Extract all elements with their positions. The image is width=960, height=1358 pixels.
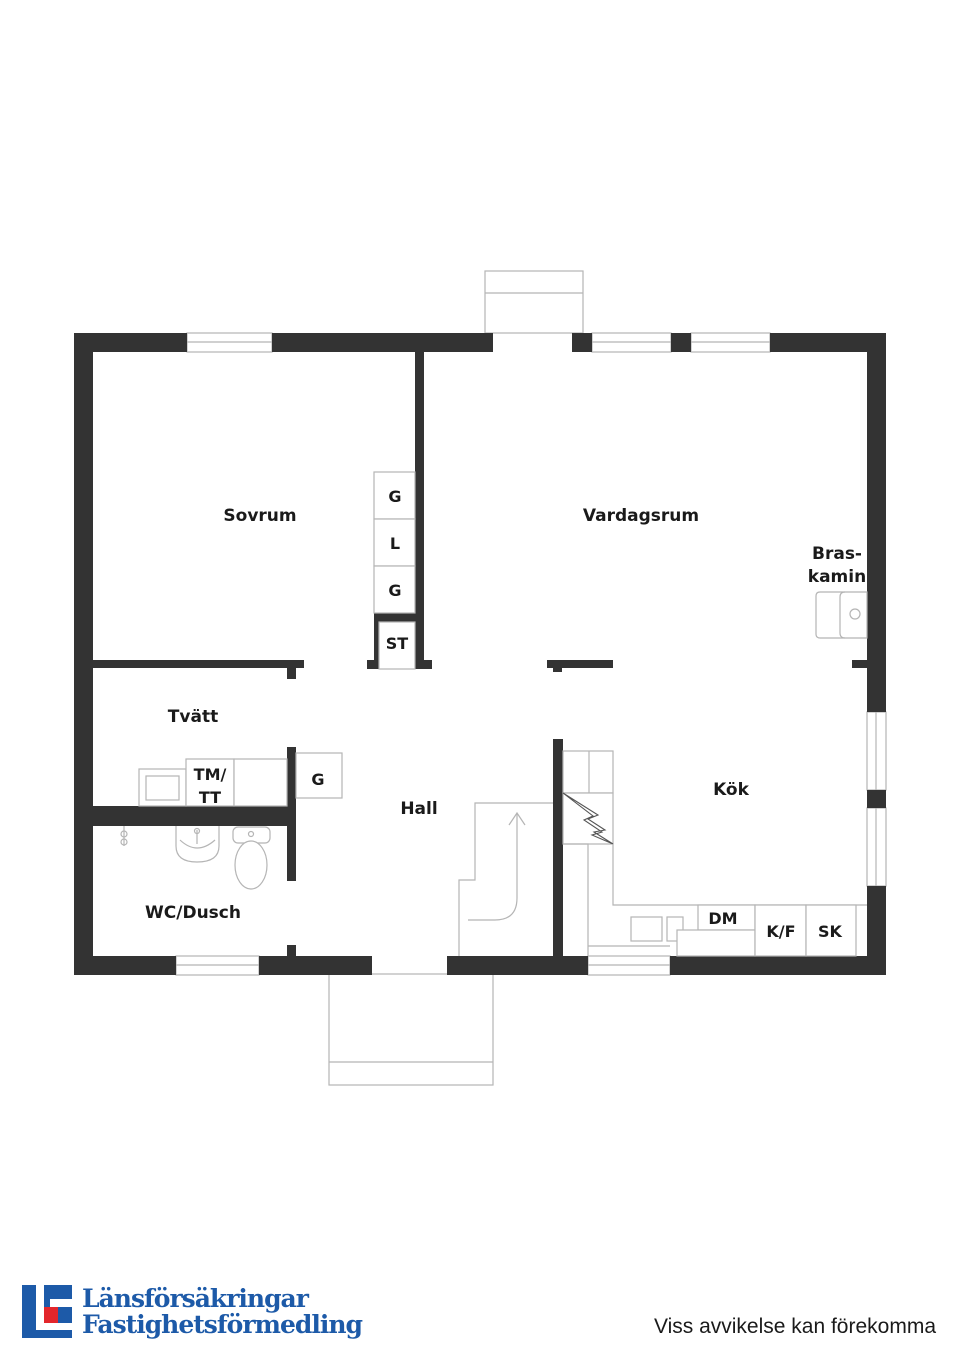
fixture-label-wardrobe-2: G [388,581,401,600]
room-label-tvatt: Tvätt [168,707,218,727]
kitchen-cabinets [562,750,867,957]
brand-line-2: Fastighetsförmedling [82,1309,363,1339]
room-label-vardagsrum: Vardagsrum [583,506,699,526]
interior-walls [93,352,867,956]
fixture-label-storage: ST [386,634,409,653]
front-steps [328,270,584,1086]
windows [175,332,887,976]
brand-logo: Länsförsäkringar Fastighetsförmedling [22,1283,363,1339]
fixture-label-fridge-freezer: K/F [766,922,795,941]
room-label-hall: Hall [400,799,437,819]
brand-line-1: Länsförsäkringar [82,1283,309,1313]
brand-mark-icon [22,1285,72,1338]
disclaimer-text: Viss avvikelse kan förekomma [653,1315,936,1338]
fixture-label-hall-wardrobe: G [311,770,324,789]
room-label-braskamin-2: kamin [808,567,866,587]
room-label-braskamin-1: Bras- [812,544,862,564]
room-label-wc-dusch: WC/Dusch [145,903,241,923]
fixture-label-wardrobe-1: G [388,487,401,506]
closet-stack [373,471,416,670]
fixture-label-washer-1: TM/ [194,765,227,784]
staircase [458,802,553,956]
bathroom-fixtures [120,826,271,890]
brand-name: Länsförsäkringar Fastighetsförmedling [82,1283,363,1339]
room-label-kok: Kök [713,780,750,800]
fixture-label-dishwasher: DM [708,909,737,928]
fixture-label-washer-2: TT [199,788,221,807]
fixture-label-cabinet: SK [818,922,843,941]
room-label-sovrum: Sovrum [223,506,296,526]
exterior-walls [74,333,886,975]
fireplace-icon [815,591,868,639]
laundry-fixtures [138,752,343,807]
fixture-label-linen: L [390,534,400,553]
